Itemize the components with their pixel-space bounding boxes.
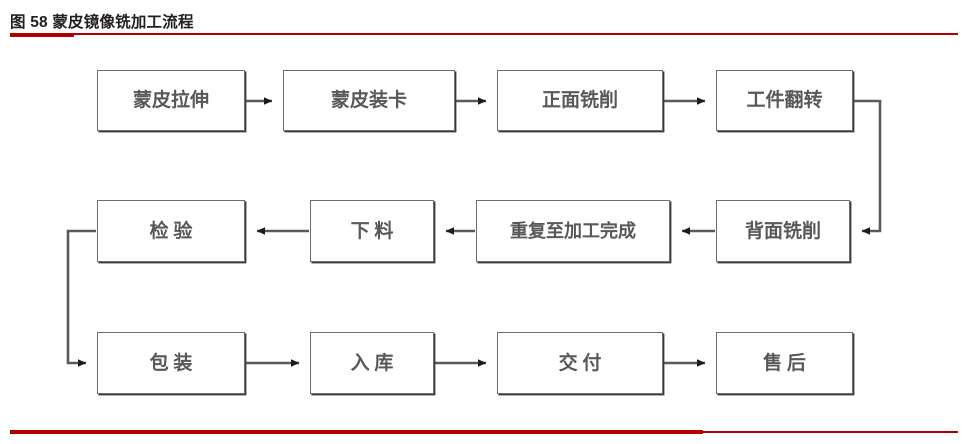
flow-node-unloading[interactable]: 下 料 (310, 200, 434, 262)
flow-node-skin-stretch[interactable]: 蒙皮拉伸 (97, 70, 245, 131)
flow-node-label: 包 装 (149, 352, 193, 374)
flow-node-label: 售 后 (763, 352, 806, 374)
footer-rule-accent (10, 430, 703, 434)
flow-node-label: 蒙皮装卡 (330, 90, 407, 111)
flow-node-label: 入 库 (350, 352, 394, 374)
flow-node-repeat-until-done[interactable]: 重复至加工完成 (476, 200, 670, 262)
flow-node-label: 背面铣削 (744, 220, 821, 242)
flow-node-warehousing[interactable]: 入 库 (310, 332, 434, 394)
flow-node-workpiece-flip[interactable]: 工件翻转 (716, 70, 853, 131)
flow-node-label: 交 付 (558, 352, 602, 374)
flow-node-packaging[interactable]: 包 装 (97, 332, 245, 394)
title-underline-rule (10, 33, 958, 35)
title-underline-accent (10, 33, 74, 37)
flow-node-delivery[interactable]: 交 付 (497, 332, 663, 394)
flow-node-label: 正面铣削 (541, 90, 618, 111)
flow-node-back-milling[interactable]: 背面铣削 (716, 200, 850, 262)
flow-node-label: 蒙皮拉伸 (132, 90, 209, 111)
edge-n8-n9 (66, 229, 96, 367)
flow-node-label: 工件翻转 (746, 90, 823, 111)
edge-n4-n5 (854, 99, 882, 235)
flow-node-label: 重复至加工完成 (510, 221, 636, 241)
flow-node-after-sales[interactable]: 售 后 (716, 332, 853, 394)
flow-node-label: 下 料 (350, 220, 394, 242)
flow-node-front-milling[interactable]: 正面铣削 (497, 70, 663, 131)
flow-node-inspection[interactable]: 检 验 (97, 200, 245, 262)
flow-node-label: 检 验 (149, 220, 193, 242)
page-title: 图 58 蒙皮镜像铣加工流程 (10, 14, 194, 31)
flow-node-skin-clamping[interactable]: 蒙皮装卡 (283, 70, 455, 131)
